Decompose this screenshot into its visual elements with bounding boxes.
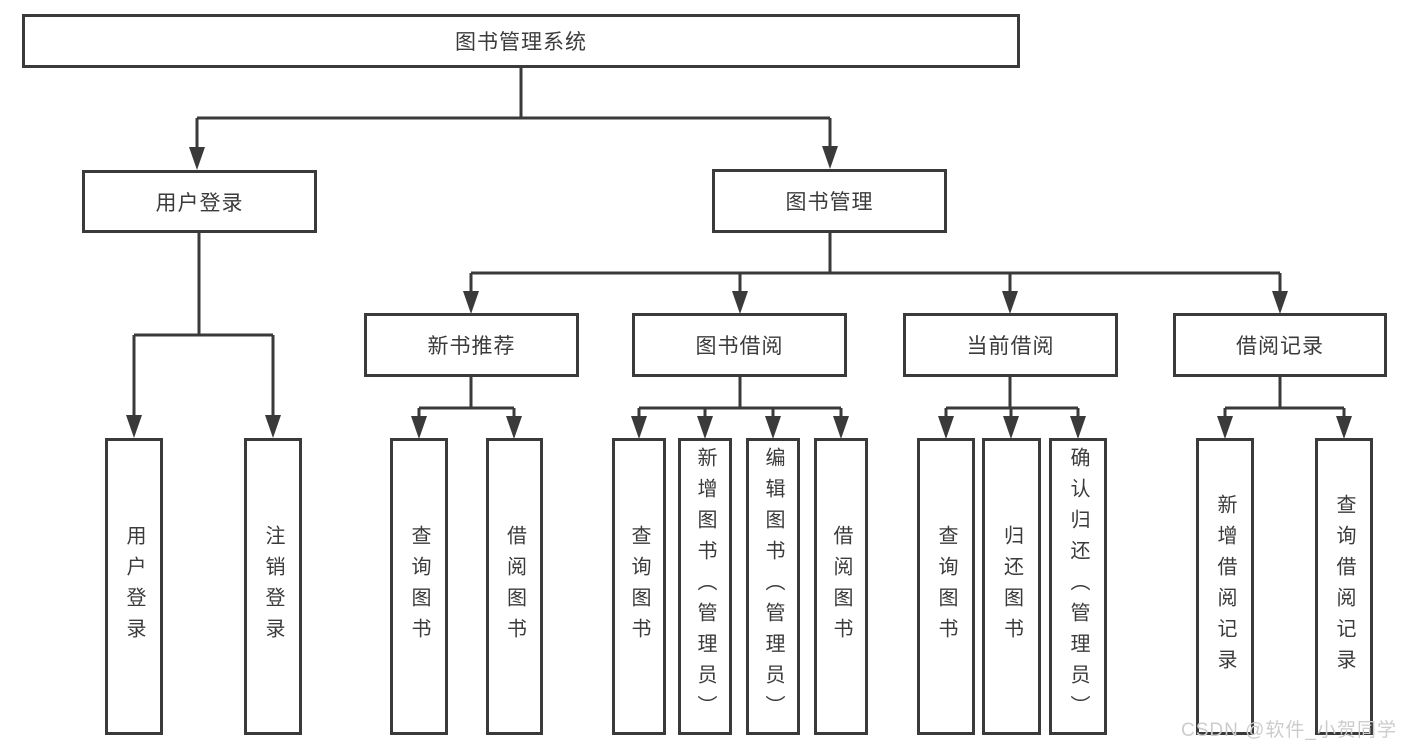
node-book-borrow: 图书借阅 <box>632 313 847 377</box>
leaf-label: 编辑图书（管理员） <box>762 447 784 726</box>
csdn-watermark: CSDN @软件_小贺同学 <box>1181 720 1397 741</box>
leaf-edit-book-admin: 编辑图书（管理员） <box>746 438 800 735</box>
leaf-label: 确认归还（管理员） <box>1067 447 1089 726</box>
leaf-return-book: 归还图书 <box>982 438 1041 735</box>
leaf-label: 查询图书 <box>628 524 650 649</box>
node-label: 当前借阅 <box>966 335 1055 358</box>
leaf-borrow-book-2: 借阅图书 <box>814 438 868 735</box>
node-label: 新书推荐 <box>427 335 516 358</box>
node-label: 用户登录 <box>155 191 244 215</box>
leaf-label: 查询借阅记录 <box>1333 493 1355 680</box>
node-label: 图书管理 <box>785 191 874 214</box>
node-user-login-branch: 用户登录 <box>82 170 317 233</box>
node-root-label: 图书管理系统 <box>455 31 587 54</box>
leaf-logout: 注销登录 <box>244 438 302 735</box>
leaf-label: 查询图书 <box>408 524 430 649</box>
node-new-book-recommend: 新书推荐 <box>364 313 579 377</box>
node-borrow-record: 借阅记录 <box>1173 313 1387 377</box>
leaf-borrow-book-1: 借阅图书 <box>486 438 543 735</box>
leaf-query-book-1: 查询图书 <box>390 438 448 735</box>
leaf-label: 注销登录 <box>262 524 284 649</box>
leaf-label: 新增图书（管理员） <box>694 447 716 726</box>
arrowhead-icons <box>126 146 1352 439</box>
node-book-management-branch: 图书管理 <box>712 169 947 233</box>
node-label: 借阅记录 <box>1236 335 1324 358</box>
leaf-query-book-2: 查询图书 <box>612 438 666 735</box>
node-current-borrow: 当前借阅 <box>903 313 1118 377</box>
leaf-add-book-admin: 新增图书（管理员） <box>678 438 732 735</box>
leaf-query-book-3: 查询图书 <box>917 438 975 735</box>
node-root: 图书管理系统 <box>22 14 1020 68</box>
leaf-label: 借阅图书 <box>830 524 852 649</box>
leaf-add-borrow-record: 新增借阅记录 <box>1196 438 1254 735</box>
leaf-label: 归还图书 <box>1000 524 1023 649</box>
leaf-label: 借阅图书 <box>503 524 526 649</box>
leaf-label: 新增借阅记录 <box>1214 493 1236 680</box>
node-label: 图书借阅 <box>695 335 784 358</box>
leaf-user-login: 用户登录 <box>105 438 163 735</box>
leaf-label: 用户登录 <box>123 524 145 649</box>
leaf-label: 查询图书 <box>935 524 957 649</box>
leaf-query-borrow-record: 查询借阅记录 <box>1315 438 1373 735</box>
leaf-confirm-return-admin: 确认归还（管理员） <box>1049 438 1107 735</box>
